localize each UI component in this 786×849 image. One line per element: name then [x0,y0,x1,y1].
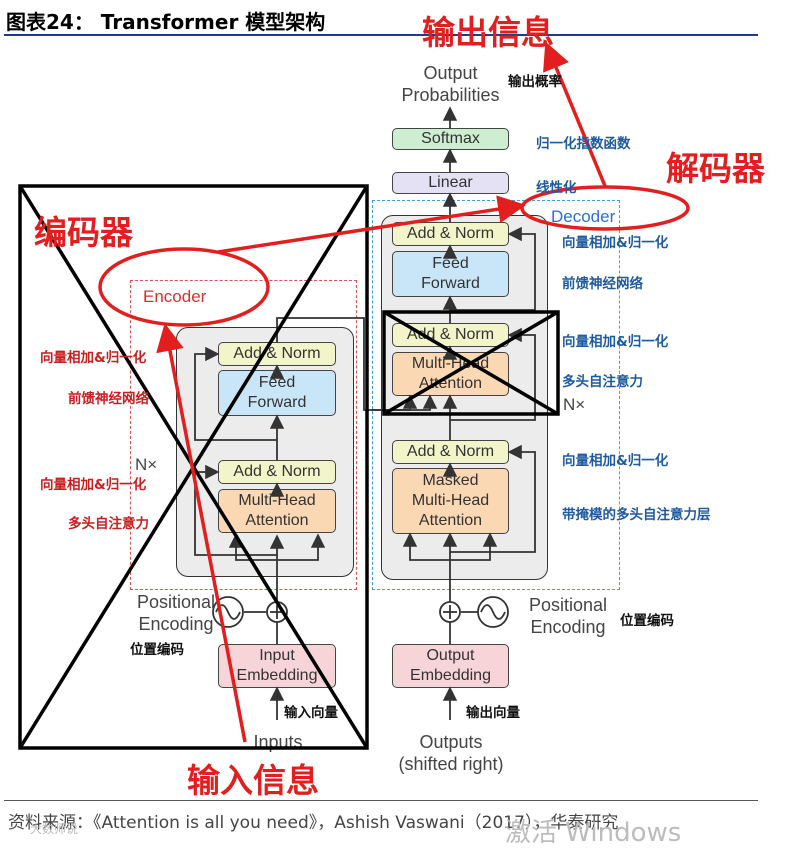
output-info-callout: 输出信息 [422,13,554,52]
title-divider [4,34,758,36]
dec-anno-attention: 多头自注意力 [562,374,643,390]
decoder-add-norm-top: Add & Norm [392,222,509,246]
encoder-multi-head-attention: Multi-Head Attention [218,489,336,533]
small-watermark: 大数师说 [30,822,79,836]
enc-anno-feed-forward: 前馈神经网络 [68,391,149,407]
linear-block: Linear [392,172,509,194]
enc-anno-add-norm-1: 向量相加&归一化 [40,350,147,366]
decoder-add-norm-bottom: Add & Norm [392,440,509,464]
footer-divider [4,800,758,801]
figure-title: 图表24： Transformer 模型架构 [6,10,326,34]
enc-anno-add-norm-2: 向量相加&归一化 [40,477,147,493]
encoder-positional-encoding-label: Positional Encoding [136,592,216,634]
dec-anno-feed-forward: 前馈神经网络 [562,276,643,292]
decoder-label: Decoder [551,207,616,226]
dec-anno-add-norm-2: 向量相加&归一化 [562,334,669,350]
dec-anno-output-vector: 输出向量 [466,705,520,721]
enc-anno-input-vector: 输入向量 [284,705,338,721]
decoder-positional-adder [439,596,509,628]
decoder-outputs-label: Outputs (shifted right) [398,732,504,774]
dec-anno-positional: 位置编码 [620,613,674,629]
encoder-dashed-frame [130,280,357,590]
dec-anno-add-norm-3: 向量相加&归一化 [562,453,669,469]
decoder-dashed-frame [372,200,620,590]
decoder-masked-attention: Masked Multi-Head Attention [392,468,509,534]
decoder-output-embedding: Output Embedding [392,644,509,688]
output-probabilities-label: Output Probabilities [401,63,500,105]
decoder-nx-label: N× [563,395,586,414]
decoder-positional-encoding-label: Positional Encoding [528,595,608,637]
input-info-callout: 输入信息 [187,761,319,800]
encoder-nx-label: N× [135,455,158,474]
encoder-input-embedding: Input Embedding [218,644,336,688]
source-note: 资料来源：《Attention is all you need》，Ashish … [8,813,619,833]
encoder-connectors [194,317,372,720]
dec-anno-linear: 线性化 [536,180,577,196]
encoder-cn-callout: 编码器 [34,213,133,252]
decoder-attention-cross-out [382,310,560,416]
dec-anno-add-norm-1: 向量相加&归一化 [562,235,669,251]
encoder-label: Encoder [143,287,207,306]
dec-anno-output-prob: 输出概率 [508,74,562,90]
enc-anno-positional: 位置编码 [130,642,184,658]
dec-anno-softmax: 归一化指数函数 [536,136,631,152]
dec-anno-masked-attention: 带掩模的多头自注意力层 [562,507,711,523]
decoder-cn-callout: 解码器 [666,149,765,188]
callout-overlays [98,41,690,743]
enc-anno-attention: 多头自注意力 [68,516,149,532]
